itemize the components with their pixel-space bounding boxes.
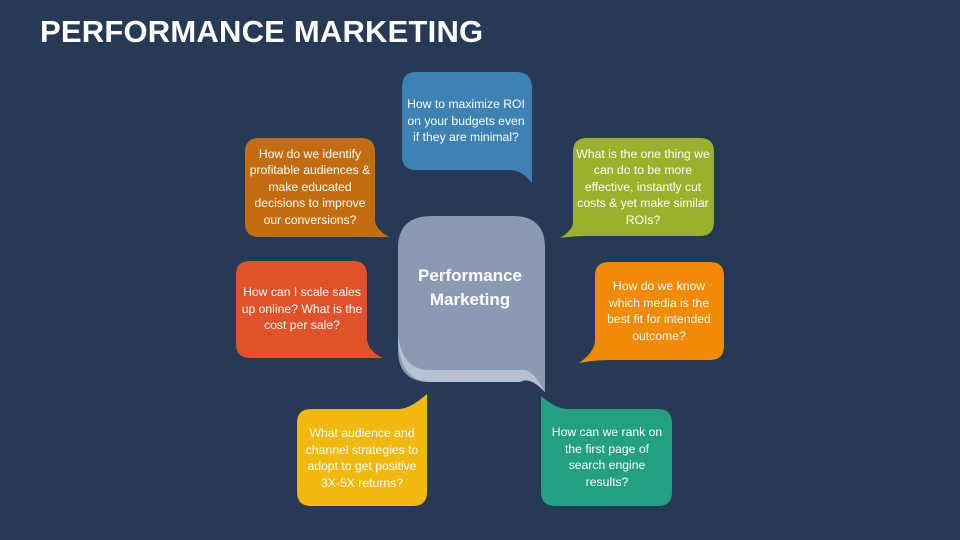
bubble-text-rank: How can we rank on the first page of sea… (551, 425, 663, 489)
bubble-shape-6 (236, 261, 383, 358)
bubble-text-audience-channel: What audience and channel strategies to … (305, 426, 419, 490)
bubble-shape-4 (541, 396, 672, 506)
bubble-text-one-thing: What is the one thing we can do to be mo… (576, 146, 710, 227)
bubble-shape-3 (579, 262, 724, 363)
bubble-shape-1 (402, 72, 532, 183)
page-title: PERFORMANCE MARKETING (40, 14, 484, 49)
bubble-shape-7 (245, 138, 390, 237)
bubble-text-scale-sales: How can I scale sales up online? What is… (241, 285, 363, 333)
bubble-text-media: How do we know which media is the best f… (607, 279, 711, 343)
center-label: Performance Marketing (418, 266, 522, 309)
bubble-shape-2 (560, 138, 714, 238)
bubble-shape-5 (297, 394, 427, 506)
center-bubble-shadow (398, 335, 545, 392)
bubble-text-roi: How to maximize ROI on your budgets even… (407, 97, 525, 145)
bubble-text-audiences: How do we identify profitable audiences … (249, 146, 371, 227)
center-bubble-shape (398, 216, 545, 392)
